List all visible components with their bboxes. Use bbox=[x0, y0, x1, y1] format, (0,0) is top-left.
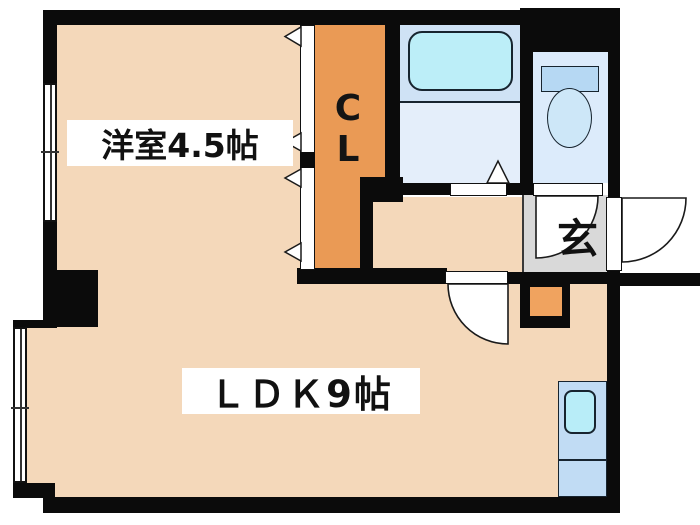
wall-top bbox=[43, 10, 533, 25]
wall-bath-bottom-right bbox=[507, 183, 533, 195]
wall-toilet-right bbox=[608, 52, 620, 183]
window-sash-line bbox=[50, 85, 52, 220]
entrance-door-swing-arc bbox=[621, 197, 687, 263]
toilet-door-leaf bbox=[533, 183, 603, 196]
closet-floor-lower bbox=[315, 177, 360, 270]
wall-bath-bottom-left bbox=[385, 183, 450, 195]
entrance-step-line bbox=[522, 195, 524, 272]
wall-toilet-left bbox=[520, 52, 533, 183]
counter-divider bbox=[558, 459, 607, 461]
wall-bottom bbox=[43, 497, 620, 513]
closet-folding-door bbox=[300, 25, 315, 270]
bath-door-leaf bbox=[450, 183, 507, 196]
closet-door-mid-post bbox=[300, 152, 315, 168]
wall-closet-bottom bbox=[297, 268, 447, 284]
entrance-label: 玄 bbox=[557, 215, 598, 263]
closet-label: C L bbox=[322, 88, 374, 170]
wall-closet-bath bbox=[385, 10, 400, 183]
ldk-door-leaf bbox=[445, 271, 508, 284]
pipe-space bbox=[530, 287, 562, 316]
wall-pillar-left bbox=[43, 270, 98, 327]
kitchen-sink bbox=[564, 390, 596, 434]
window-sash-line bbox=[20, 329, 22, 481]
bathtub bbox=[408, 31, 513, 91]
wall-left-mid bbox=[43, 222, 57, 272]
closet-label-c: C bbox=[334, 88, 362, 129]
wall-right-stub bbox=[607, 273, 700, 286]
closet-label-l: L bbox=[336, 129, 360, 170]
entrance-door-leaf bbox=[606, 197, 622, 271]
wall-right-lower bbox=[607, 270, 620, 500]
western-room-window bbox=[41, 83, 59, 222]
wall-entrance-bottom bbox=[507, 272, 620, 284]
wall-ldk-window-cap-bottom bbox=[13, 483, 55, 498]
ldk-window bbox=[11, 327, 29, 483]
wall-entrance-upper bbox=[608, 183, 620, 198]
bath-washroom-divider bbox=[400, 101, 520, 103]
toilet-bowl bbox=[547, 88, 592, 148]
wall-left-upper bbox=[43, 10, 57, 85]
window-center-tick bbox=[11, 407, 29, 409]
ldk-label: ＬＤＫ9帖 bbox=[182, 368, 420, 416]
closet-floor-upper bbox=[315, 25, 385, 177]
ldk-floor-left-bay bbox=[27, 327, 43, 497]
western-room-label: 洋室4.5帖 bbox=[67, 120, 293, 166]
hallway-floor bbox=[373, 197, 523, 272]
wall-hallway-left bbox=[360, 197, 373, 284]
window-center-tick bbox=[41, 151, 59, 153]
wall-toilet-top-block bbox=[520, 8, 620, 52]
toilet-tank bbox=[541, 66, 599, 92]
wall-ldk-window-cap-top bbox=[13, 320, 57, 328]
washroom-floor bbox=[400, 103, 520, 183]
